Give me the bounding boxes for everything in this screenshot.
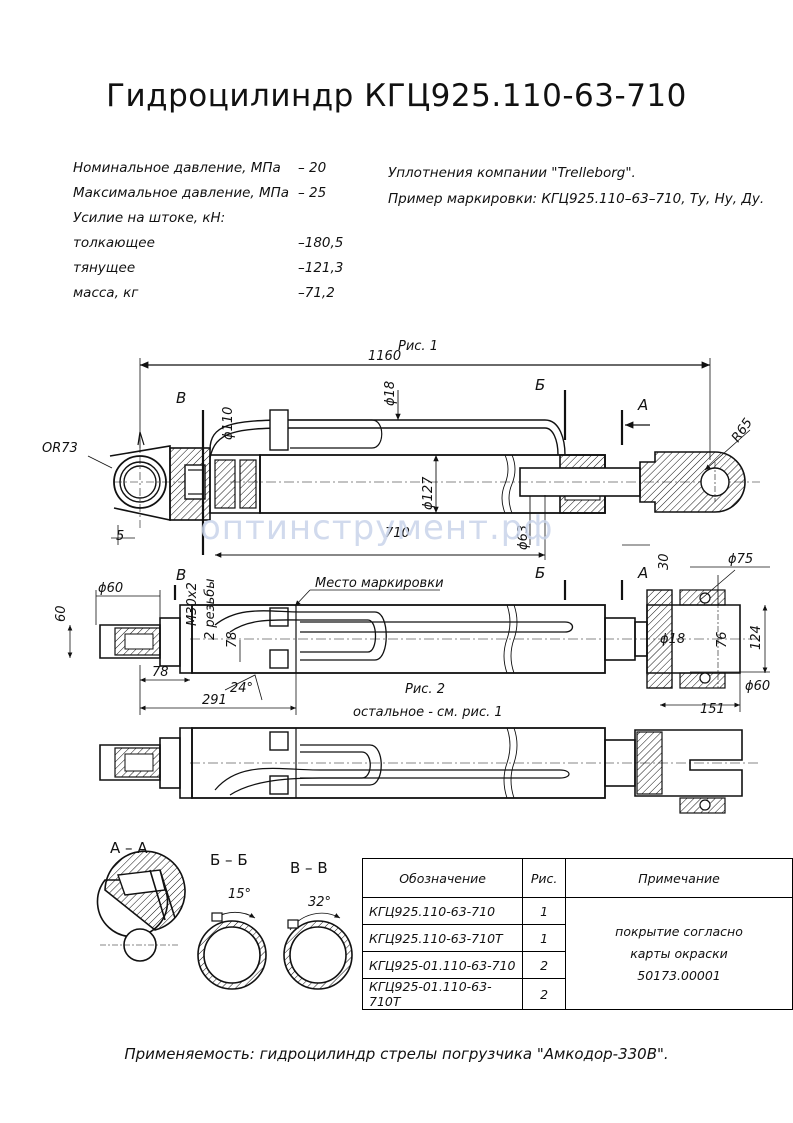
hydraulic-pipe xyxy=(209,419,566,456)
dim-d18: ϕ18 xyxy=(660,632,685,647)
page-title: Гидроцилиндр КГЦ925.110-63-710 xyxy=(106,78,687,114)
fig-cell: 1 xyxy=(522,924,567,952)
right-eye xyxy=(639,451,746,513)
dim-78-horizontal: 78 xyxy=(152,665,169,680)
fig-cell: 2 xyxy=(522,978,567,1010)
radius-left: OR73 xyxy=(42,441,78,456)
section-a-title: А – А xyxy=(110,839,148,857)
spec-label: толкающее xyxy=(73,235,155,251)
dim-total: 1160 xyxy=(368,349,401,364)
designation-cell: КГЦ925.110-63-710 xyxy=(361,897,524,925)
table-header-row: Обозначение Рис. Примечание xyxy=(361,858,793,898)
dim-124: 124 xyxy=(749,625,764,650)
seals-note: Уплотнения компании "Trelleborg". xyxy=(388,165,636,181)
spec-label: Усилие на штоке, кН: xyxy=(73,210,226,226)
section-v-angle: 32° xyxy=(308,895,331,910)
dim-d60-right: ϕ60 xyxy=(745,679,770,694)
marking-example-note: Пример маркировки: КГЦ925.110–63–710, Ту… xyxy=(388,191,765,207)
section-label-v: В xyxy=(176,389,186,407)
section-label-b: Б xyxy=(535,376,545,394)
section-v-v: В – В 32° xyxy=(283,859,353,990)
spec-value: –71,2 xyxy=(298,285,335,301)
section-label-a: А xyxy=(637,396,648,414)
designation-cell: КГЦ925.110-63-710Т xyxy=(361,924,524,952)
table-row: КГЦ925.110-63-710Т 1 xyxy=(361,924,793,952)
figure-2: Место маркировки ϕ60 60 М30х2 2 резьбы 7… xyxy=(54,552,770,720)
fig1-caption: Рис. 1 xyxy=(398,339,438,354)
table-header: Примечание xyxy=(565,858,793,898)
section-label-v-fig2: В xyxy=(176,566,186,584)
fig-cell: 1 xyxy=(522,897,567,925)
fig2-caption-note: остальное - см. рис. 1 xyxy=(353,705,503,720)
dim-thread: М30х2 xyxy=(185,582,200,626)
dim-two-threads: 2 резьбы xyxy=(203,578,218,640)
spec-value: – 25 xyxy=(298,185,327,201)
section-label-b-fig2: Б xyxy=(535,564,545,582)
dim-rod-port: ϕ18 xyxy=(383,381,398,406)
spec-label: Номинальное давление, МПа xyxy=(73,160,281,176)
section-v-title: В – В xyxy=(290,859,328,877)
fig-cell: 2 xyxy=(522,951,567,979)
table-row: КГЦ925-01.110-63-710Т 2 xyxy=(361,978,793,1010)
note-line: 50173.00001 xyxy=(637,967,721,983)
spec-value: –121,3 xyxy=(298,260,344,276)
dim-tube: ϕ127 xyxy=(421,476,436,510)
dim-151: 151 xyxy=(700,702,725,717)
dim-angle-24: 24° xyxy=(230,681,253,696)
marking-place-label: Место маркировки xyxy=(315,576,444,591)
spec-label: Максимальное давление, МПа xyxy=(73,185,290,201)
table-header: Рис. xyxy=(522,858,567,898)
designation-cell: КГЦ925-01.110-63-710 xyxy=(361,951,524,979)
figure-1: Рис. 1 1160 710 ϕ18 ϕ110 ϕ127 ϕ63 5 OR73… xyxy=(42,339,760,560)
dim-291: 291 xyxy=(202,693,227,708)
section-a-a: А – А xyxy=(96,839,186,962)
section-label-a-fig2: А xyxy=(637,564,648,582)
dim-d75: ϕ75 xyxy=(728,552,753,567)
radius-right: R65 xyxy=(729,416,756,446)
designation-table: Обозначение Рис. Примечание КГЦ925.110-6… xyxy=(361,858,793,1010)
section-b-title: Б – Б xyxy=(210,851,248,869)
table-row: КГЦ925.110-63-710 1 покрытие согласно ка… xyxy=(361,897,793,1010)
dim-pin-width: 60 xyxy=(54,605,69,622)
dim-end: 5 xyxy=(116,529,124,544)
section-b-b: Б – Б 15° xyxy=(197,851,267,990)
note-cell: покрытие согласно карты окраски 50173.00… xyxy=(565,897,793,1010)
dim-rod: ϕ63 xyxy=(516,525,531,550)
dim-bore: ϕ110 xyxy=(221,407,236,440)
section-b-angle: 15° xyxy=(228,887,251,902)
table-header: Обозначение xyxy=(361,858,524,898)
spec-value: –180,5 xyxy=(298,235,344,251)
spec-label: тянущее xyxy=(73,260,136,276)
dim-pin-diameter: ϕ60 xyxy=(98,581,123,596)
dim-30: 30 xyxy=(657,553,672,570)
fig2-caption: Рис. 2 xyxy=(405,682,445,697)
dim-78-vertical: 78 xyxy=(225,631,240,648)
spec-value: – 20 xyxy=(298,160,327,176)
watermark: оптинструмент.рф xyxy=(200,508,554,548)
dim-stroke: 710 xyxy=(385,526,410,541)
designation-cell: КГЦ925-01.110-63-710Т xyxy=(361,978,524,1010)
spec-label: масса, кг xyxy=(73,285,139,301)
figure-2-side-view xyxy=(99,727,760,814)
note-line: карты окраски xyxy=(630,945,728,961)
note-line: покрытие согласно xyxy=(615,923,743,939)
dim-76: 76 xyxy=(715,631,730,648)
applicability-footer: Применяемость: гидроцилиндр стрелы погру… xyxy=(124,1045,669,1063)
